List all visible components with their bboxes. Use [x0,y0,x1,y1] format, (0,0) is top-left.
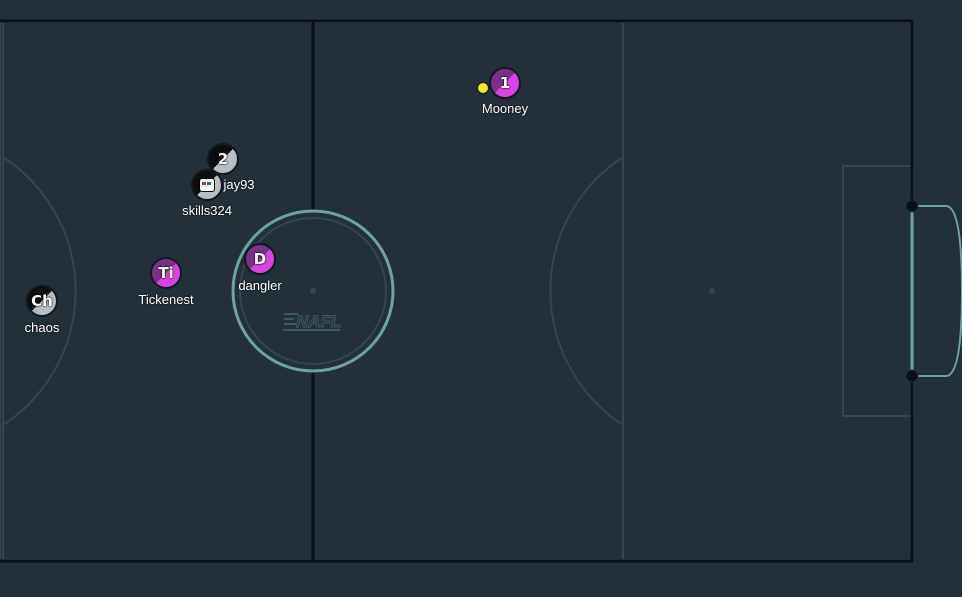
player-chaos[interactable]: Ch [26,285,58,317]
left-arc [2,156,77,426]
player-name-tickenest: Tickenest [138,292,194,307]
right-center-dot [709,288,715,294]
goal-net [912,205,962,377]
player-badge: Ch [31,292,53,310]
right-arc [549,156,624,426]
logo-text: NAFL [296,312,341,331]
player-skills324[interactable] [191,169,223,201]
ball[interactable] [477,82,489,94]
player-dangler[interactable]: D [244,243,276,275]
player-name-mooney: Mooney [481,101,529,116]
player-mooney[interactable]: 1 [489,67,521,99]
goal-post-top [905,199,919,213]
player-badge: 1 [499,74,511,92]
kickoff-circle-inner [239,217,387,365]
player-badge: 2 [217,150,229,168]
goal-post-bottom [905,369,919,383]
robot-face-icon [199,178,215,192]
center-dot [310,288,316,294]
nafl-logo: NAFL [283,312,342,332]
player-name-dangler: dangler [238,278,282,293]
player-badge: Ti [158,264,174,282]
player-tickenest[interactable]: Ti [150,257,182,289]
player-badge: D [253,250,267,268]
player-name-skills324: skills324 [182,203,232,218]
player-name-jay93: jay93 [223,177,255,192]
player-name-chaos: chaos [24,320,60,335]
